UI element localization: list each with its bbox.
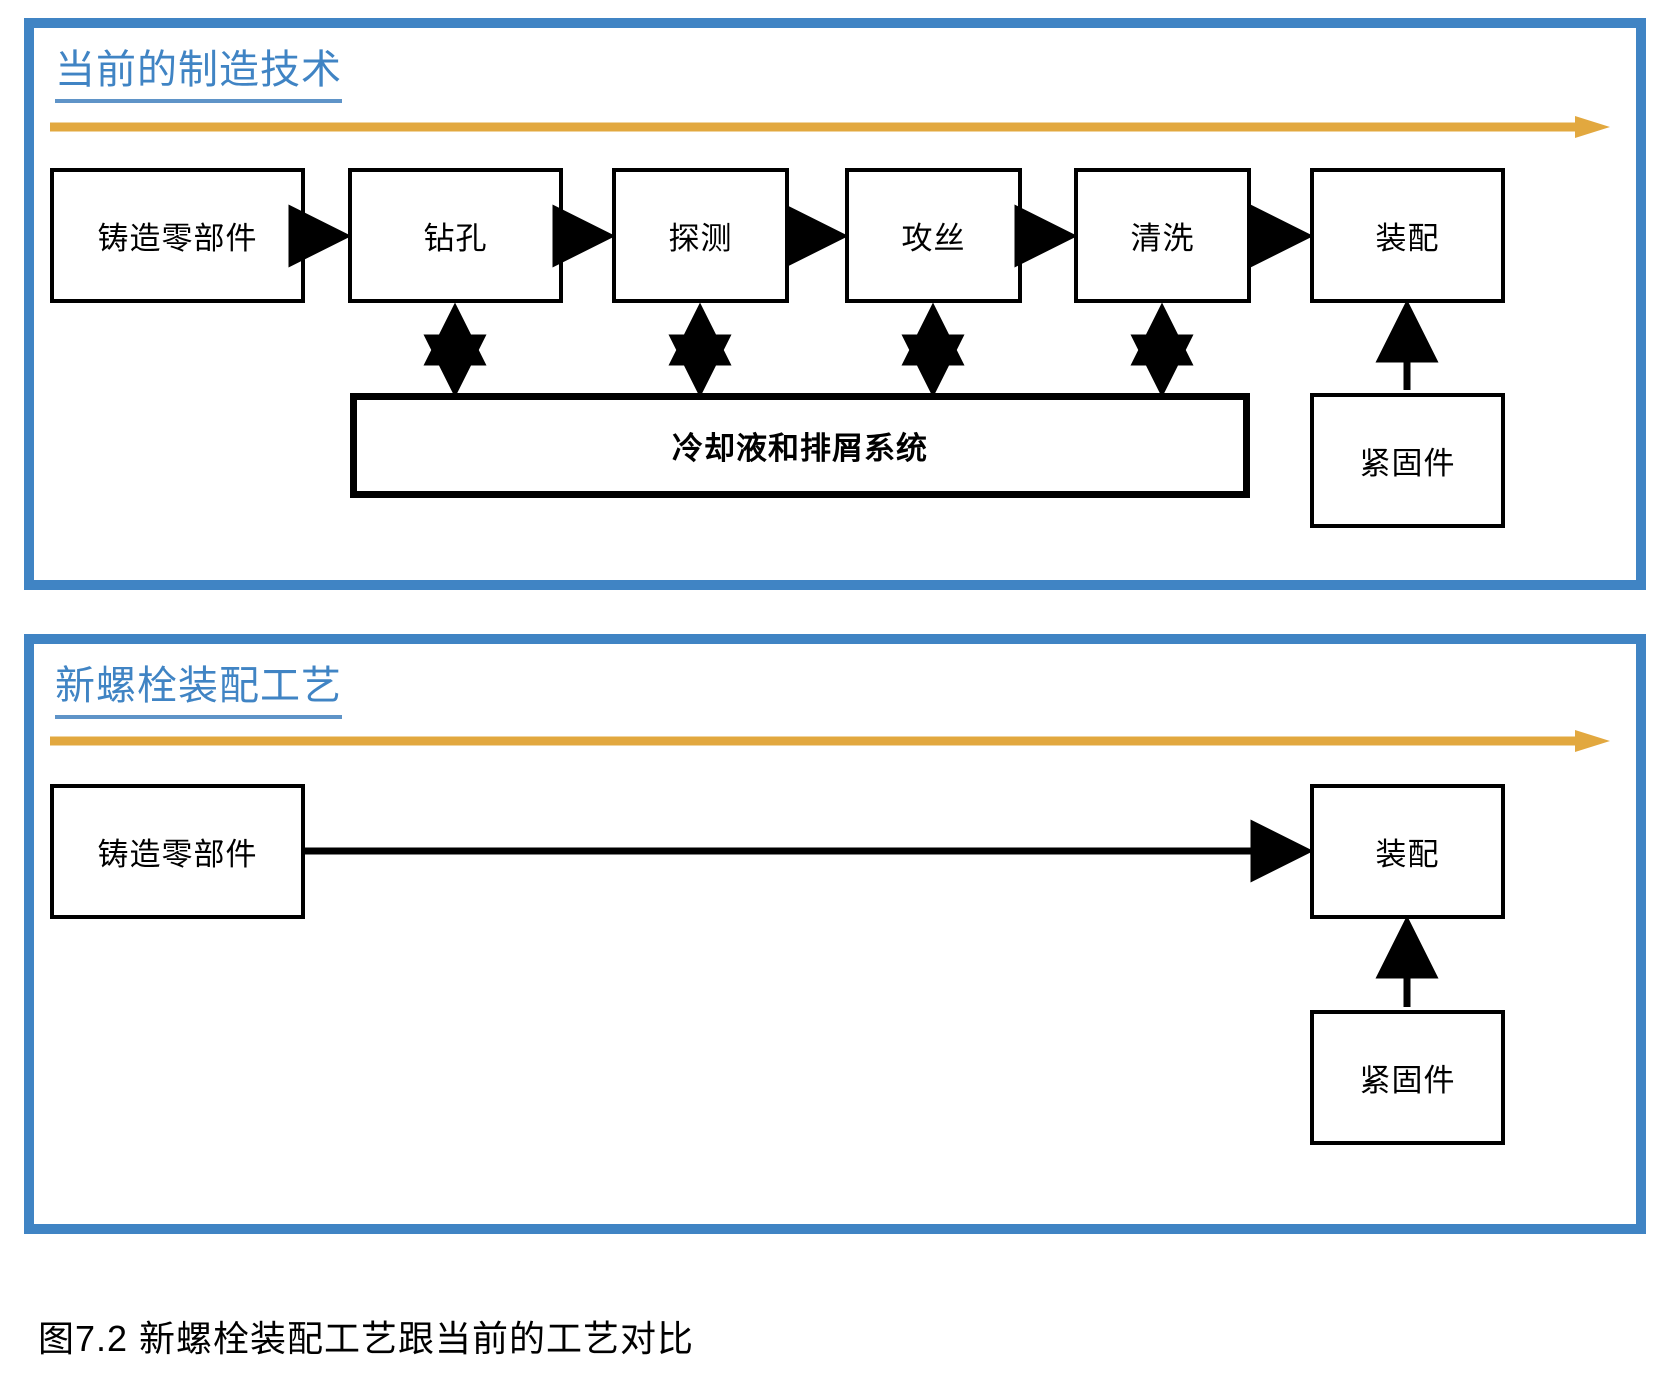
box-washing[interactable]: 清洗	[1074, 168, 1251, 303]
box-tapping[interactable]: 攻丝	[845, 168, 1022, 303]
box-assembly-current[interactable]: 装配	[1310, 168, 1505, 303]
box-cast-parts-current[interactable]: 铸造零部件	[50, 168, 305, 303]
box-probing[interactable]: 探测	[612, 168, 789, 303]
timeline-arrow-current	[50, 116, 1610, 138]
box-assembly-new[interactable]: 装配	[1310, 784, 1505, 919]
box-fasteners-current[interactable]: 紧固件	[1310, 393, 1505, 528]
figure-caption: 图7.2 新螺栓装配工艺跟当前的工艺对比	[38, 1318, 695, 1359]
box-cast-parts-new[interactable]: 铸造零部件	[50, 784, 305, 919]
panel-title-new: 新螺栓装配工艺	[55, 666, 342, 719]
box-drilling[interactable]: 钻孔	[348, 168, 563, 303]
timeline-arrow-new	[50, 730, 1610, 752]
box-coolant-and-chip-system[interactable]: 冷却液和排屑系统	[350, 393, 1250, 498]
panel-title-current: 当前的制造技术	[55, 50, 342, 103]
box-fasteners-new[interactable]: 紧固件	[1310, 1010, 1505, 1145]
